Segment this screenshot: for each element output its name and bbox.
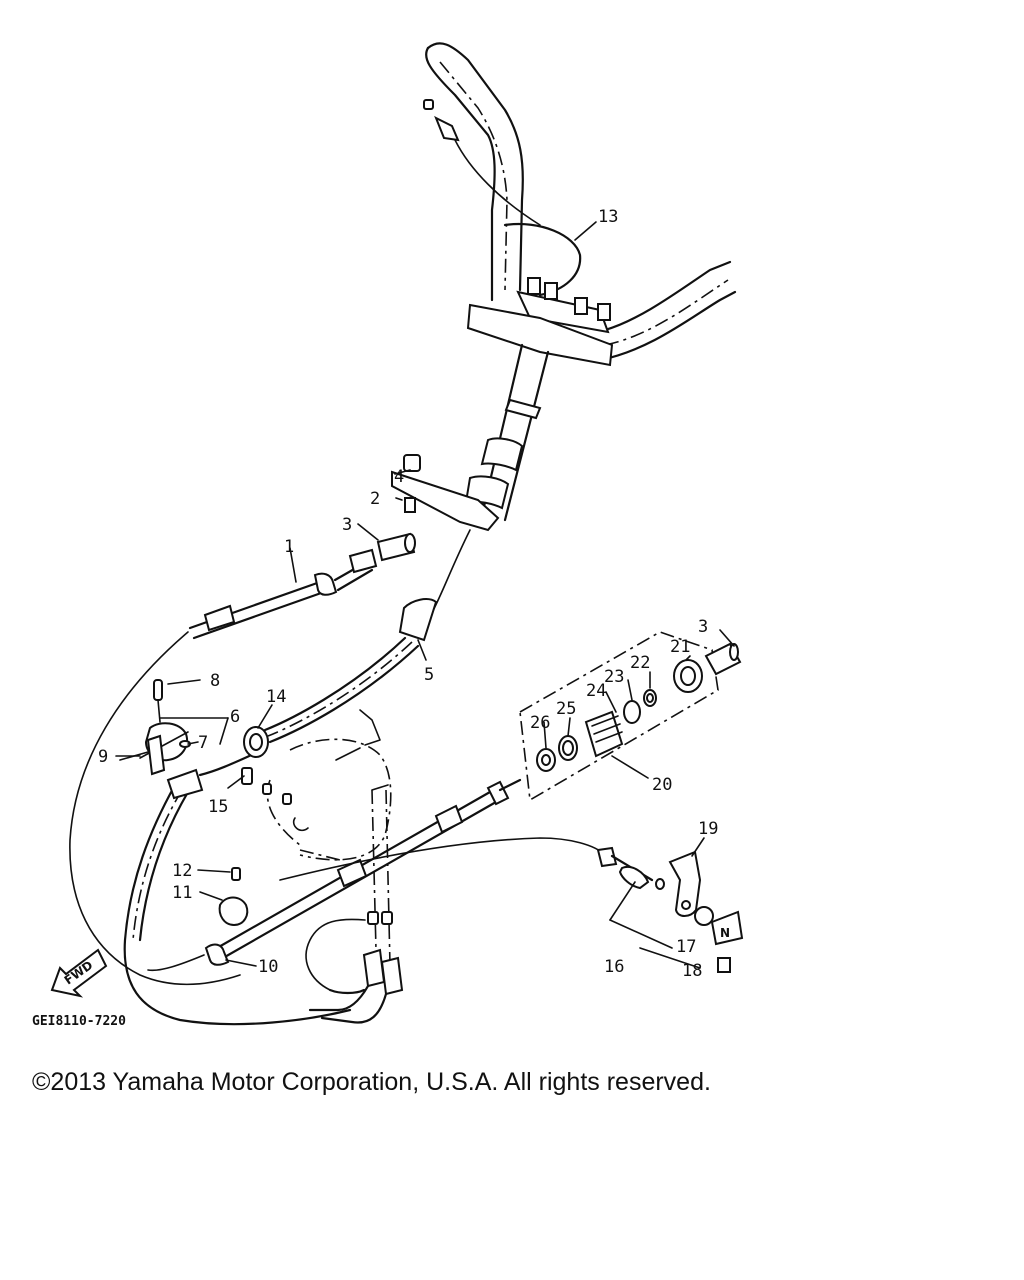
callout-12: 12 xyxy=(172,861,192,881)
callout-21: 21 xyxy=(670,637,690,657)
callout-18: 18 xyxy=(682,961,702,981)
callout-2: 2 xyxy=(370,489,380,509)
neutral-knob-letter: N xyxy=(720,926,730,940)
cable-1 xyxy=(69,548,378,986)
callout-26: 26 xyxy=(530,713,550,733)
callout-7: 7 xyxy=(198,733,208,753)
callout-25: 25 xyxy=(556,699,576,719)
drawing-code: GEI8110-7220 xyxy=(32,1014,126,1029)
callout-24: 24 xyxy=(586,681,606,701)
callout-15: 15 xyxy=(208,797,228,817)
callout-3-upper: 3 xyxy=(342,515,352,535)
adjuster-3-upper xyxy=(376,532,416,562)
callout-6: 6 xyxy=(230,707,240,727)
callout-4: 4 xyxy=(394,467,404,487)
cable-19: N xyxy=(279,837,744,973)
parts-diagram: N FWD xyxy=(32,42,744,1029)
callout-1: 1 xyxy=(284,537,294,557)
callout-10: 10 xyxy=(258,957,278,977)
callout-17: 17 xyxy=(676,937,696,957)
throttle-cable-end xyxy=(423,99,541,226)
bolt-15 xyxy=(241,767,253,785)
leader-lines xyxy=(115,221,735,967)
callout-19: 19 xyxy=(698,819,718,839)
callout-9: 9 xyxy=(98,747,108,767)
callout-5: 5 xyxy=(424,665,434,685)
callout-11: 11 xyxy=(172,883,192,903)
callout-16: 16 xyxy=(604,957,624,977)
clamp-14 xyxy=(243,726,269,758)
cable-10 xyxy=(147,778,522,972)
callout-22: 22 xyxy=(630,653,650,673)
callout-20: 20 xyxy=(652,775,672,795)
copyright-notice: ©2013 Yamaha Motor Corporation, U.S.A. A… xyxy=(32,1068,711,1096)
callout-14: 14 xyxy=(266,687,286,707)
kit-20 xyxy=(519,631,742,802)
fwd-arrow-icon: FWD xyxy=(50,948,108,998)
callout-3-lower: 3 xyxy=(698,617,708,637)
callout-labels: 13 4 2 3 1 5 8 6 7 9 14 15 12 11 10 19 1… xyxy=(98,207,718,981)
callout-23: 23 xyxy=(604,667,624,687)
clamp-6 xyxy=(119,679,191,776)
callout-8: 8 xyxy=(210,671,220,691)
cable-loop-left xyxy=(123,750,352,1026)
callout-13: 13 xyxy=(598,207,618,227)
cable-5 xyxy=(263,529,471,744)
vertical-fittings xyxy=(305,789,404,1024)
housing xyxy=(262,709,392,861)
clamp-11 xyxy=(218,867,249,927)
handlebar xyxy=(391,42,737,532)
